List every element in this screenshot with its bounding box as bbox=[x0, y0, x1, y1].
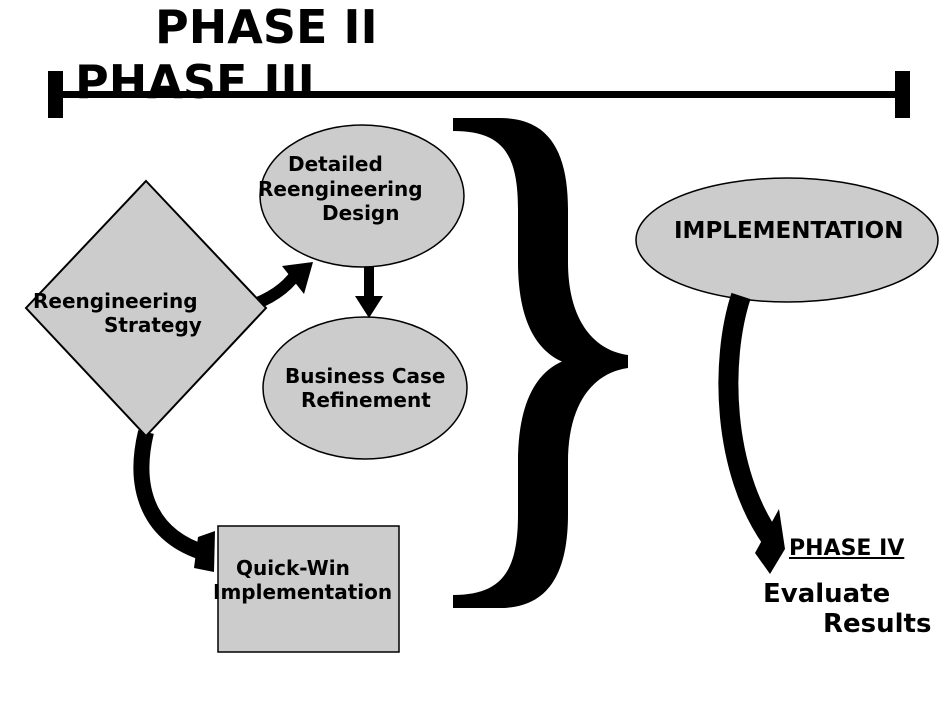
arrow-strategy-to-quickwin-head bbox=[194, 531, 215, 572]
large-brace bbox=[453, 118, 628, 608]
timeline-left-cap bbox=[48, 71, 63, 118]
business-label-line2: Refinement bbox=[301, 388, 431, 412]
strategy-diamond bbox=[24, 179, 268, 438]
evaluate-label-line1: Evaluate bbox=[763, 579, 891, 609]
arrow-strategy-to-quickwin bbox=[133, 430, 208, 561]
arrow-implementation-to-evaluate-head bbox=[755, 509, 785, 574]
arrow-design-to-business-head bbox=[355, 296, 383, 318]
phase-iii-label: PHASE III bbox=[75, 55, 315, 109]
quickwin-label-line2: Implementation bbox=[213, 580, 393, 604]
implementation-ellipse bbox=[635, 177, 939, 303]
implementation-label: IMPLEMENTATION bbox=[674, 218, 904, 244]
business-label-line1: Business Case bbox=[285, 364, 446, 388]
arrow-implementation-to-evaluate bbox=[718, 292, 781, 546]
detailed-design-ellipse bbox=[259, 124, 465, 268]
phase-iv-label: PHASE IV bbox=[789, 536, 905, 561]
arrow-strategy-to-design-head bbox=[282, 262, 313, 294]
quickwin-box bbox=[217, 525, 400, 653]
diamond-label-line1: Reengineering bbox=[33, 289, 198, 313]
detailed-label-line2: Reengineering bbox=[258, 177, 423, 201]
detailed-label-line3: Design bbox=[322, 201, 400, 225]
diamond-label-line2: Strategy bbox=[104, 313, 202, 337]
phase-ii-label: PHASE II bbox=[155, 0, 378, 54]
arrow-design-to-business-shaft bbox=[364, 266, 374, 298]
detailed-label-line1: Detailed bbox=[288, 152, 383, 176]
timeline-right-cap bbox=[895, 71, 910, 118]
timeline-bar bbox=[48, 91, 910, 98]
business-case-ellipse bbox=[262, 316, 468, 460]
evaluate-label-line2: Results bbox=[823, 609, 932, 639]
quickwin-label-line1: Quick-Win bbox=[236, 556, 350, 580]
